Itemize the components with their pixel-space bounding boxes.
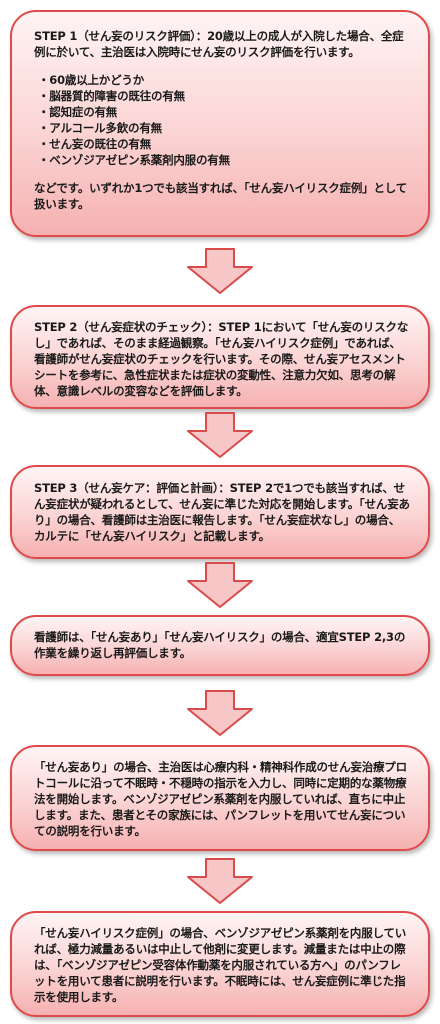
high-risk-text: 「せん妄ハイリスク症例」の場合、ベンゾジアゼピン系薬剤を内服していれば、極力減量… [34, 926, 407, 1004]
delirium-present-box: 「せん妄あり」の場合、主治医は心療内科・精神科作成のせん妄治療プロトコールに沿っ… [10, 745, 430, 851]
down-arrow-icon [187, 858, 253, 904]
reevaluation-box: 看護師は、「せん妄あり」「せん妄ハイリスク」の場合、適宜STEP 2,3の作業を… [10, 615, 430, 676]
high-risk-box: 「せん妄ハイリスク症例」の場合、ベンゾジアゼピン系薬剤を内服していれば、極力減量… [10, 911, 430, 1017]
step1-footer: などです。いずれか1つでも該当すれば、「せん妄ハイリスク症例」として扱います。 [34, 181, 407, 211]
delirium-present-text: 「せん妄あり」の場合、主治医は心療内科・精神科作成のせん妄治療プロトコールに沿っ… [34, 760, 407, 838]
criteria-item: ・60歳以上かどうか [38, 73, 145, 87]
criteria-item: ・認知症の有無 [38, 105, 118, 119]
down-arrow-icon [187, 412, 253, 458]
step2-box: STEP 2（せん妄症状のチェック）：STEP 1において「せん妄のリスクなし」… [10, 305, 430, 409]
step1-criteria-list: ・60歳以上かどうか ・脳器質的障害の既往の有無 ・認知症の有無 ・アルコール多… [34, 72, 410, 168]
down-arrow-icon [187, 562, 253, 608]
criteria-item: ・脳器質的障害の既往の有無 [38, 89, 185, 103]
step3-text: STEP 3（せん妄ケア：評価と計画）：STEP 2で1つでも該当すれば、せん妄… [34, 481, 410, 543]
down-arrow-icon [187, 690, 253, 736]
step1-text: STEP 1（せん妄のリスク評価）：20歳以上の成人が入院した場合、全症例に於い… [34, 29, 404, 59]
criteria-item: ・アルコール多飲の有無 [38, 121, 162, 135]
step1-box: STEP 1（せん妄のリスク評価）：20歳以上の成人が入院した場合、全症例に於い… [10, 10, 430, 237]
step2-text: STEP 2（せん妄症状のチェック）：STEP 1において「せん妄のリスクなし」… [34, 320, 409, 398]
criteria-item: ・せん妄の既往の有無 [38, 137, 151, 151]
reevaluation-text: 看護師は、「せん妄あり」「せん妄ハイリスク」の場合、適宜STEP 2,3の作業を… [34, 630, 406, 660]
down-arrow-icon [187, 248, 253, 294]
criteria-item: ・ベンゾジアゼピン系薬剤内服の有無 [38, 153, 230, 167]
step3-box: STEP 3（せん妄ケア：評価と計画）：STEP 2で1つでも該当すれば、せん妄… [10, 465, 430, 559]
